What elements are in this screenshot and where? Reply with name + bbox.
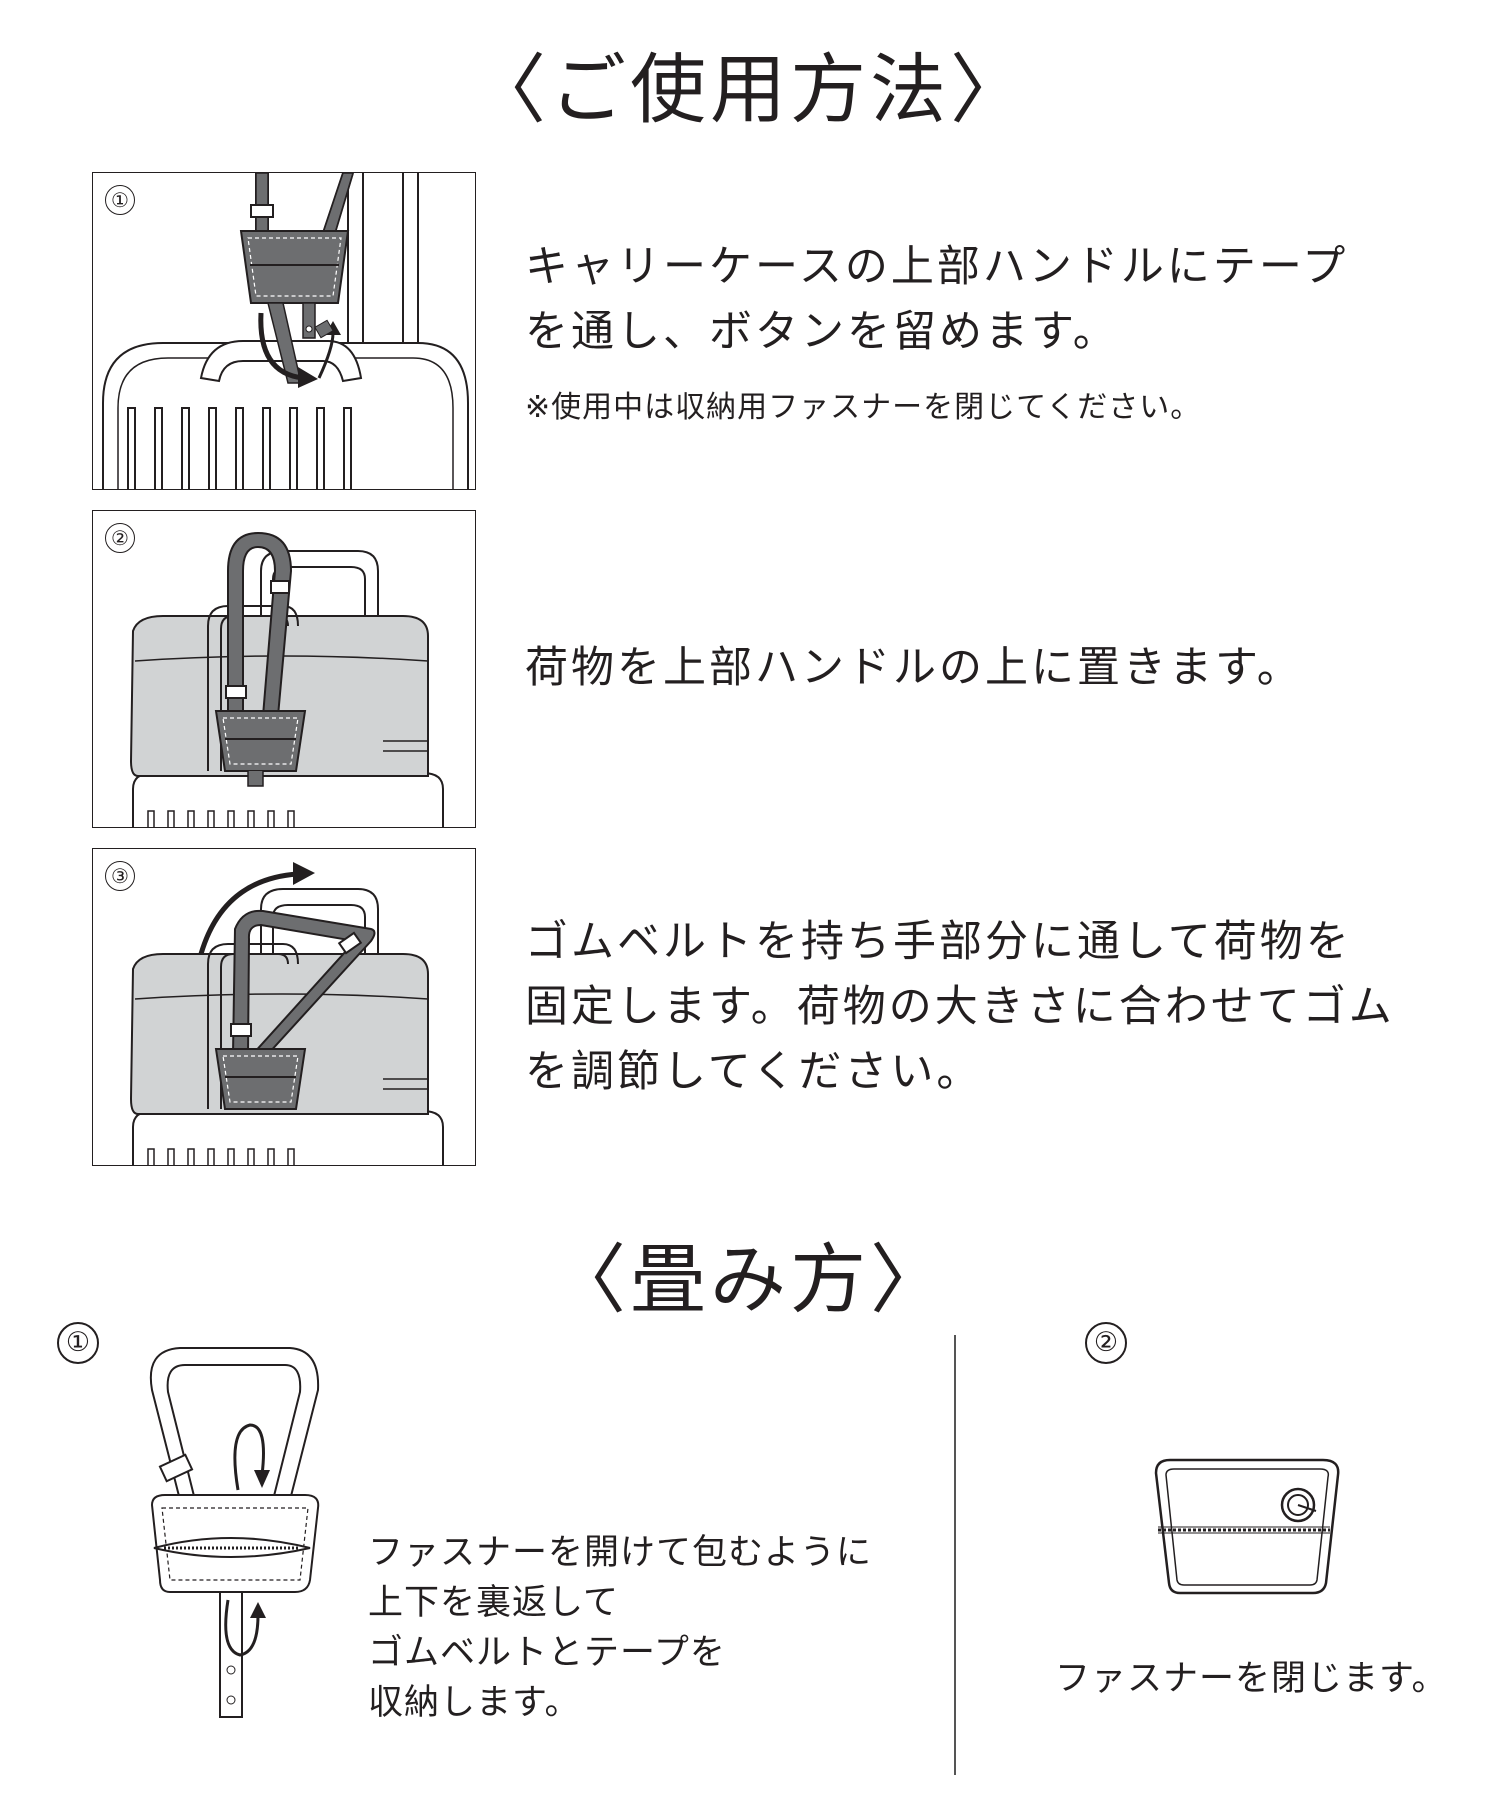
folding-divider [954, 1335, 956, 1775]
usage-step-1-line-1: キャリーケースの上部ハンドルにテープ [525, 242, 1349, 292]
folding-step-1-line-4: 収納します。 [368, 1683, 581, 1723]
usage-step-1-line-2: を通し、ボタンを留めます。 [525, 307, 1119, 357]
folding-step-2-illustration [1154, 1458, 1340, 1595]
usage-step-3-illustration: ③ [92, 848, 476, 1166]
usage-step-1-note: ※使用中は収納用ファスナーを閉じてください。 [525, 390, 1202, 425]
folding-step-2-line-1: ファスナーを閉じます。 [1055, 1659, 1448, 1699]
folding-step-1-line-1: ファスナーを開けて包むように [368, 1533, 873, 1573]
usage-title: 〈ご使用方法〉 [470, 45, 1030, 134]
usage-step-2-illustration: ② [92, 510, 476, 828]
folding-title: 〈畳み方〉 [550, 1235, 950, 1324]
step-number-badge: ③ [105, 861, 135, 891]
usage-step-3-line-2: 固定します。荷物の大きさに合わせてゴム [525, 982, 1395, 1032]
folding-step-1-illustration [149, 1347, 320, 1718]
usage-step-2-line-1: 荷物を上部ハンドルの上に置きます。 [525, 643, 1303, 693]
usage-step-1-illustration: ① [92, 172, 476, 490]
folding-step-1-line-3: ゴムベルトとテープを [368, 1633, 726, 1673]
folding-step-1-line-2: 上下を裏返して [368, 1583, 619, 1623]
folding-step-2-number: ② [1085, 1322, 1127, 1364]
strap-through-handle-illustration [129, 862, 444, 1165]
step-number-badge: ② [105, 523, 135, 553]
usage-step-3-line-3: を調節してください。 [525, 1047, 983, 1097]
step-number-badge: ① [105, 185, 135, 215]
usage-step-3-line-1: ゴムベルトを持ち手部分に通して荷物を [525, 917, 1352, 967]
folding-step-1-number: ① [57, 1322, 99, 1364]
suitcase-handle-tape-illustration [102, 173, 469, 489]
bag-on-handle-illustration [129, 531, 444, 827]
